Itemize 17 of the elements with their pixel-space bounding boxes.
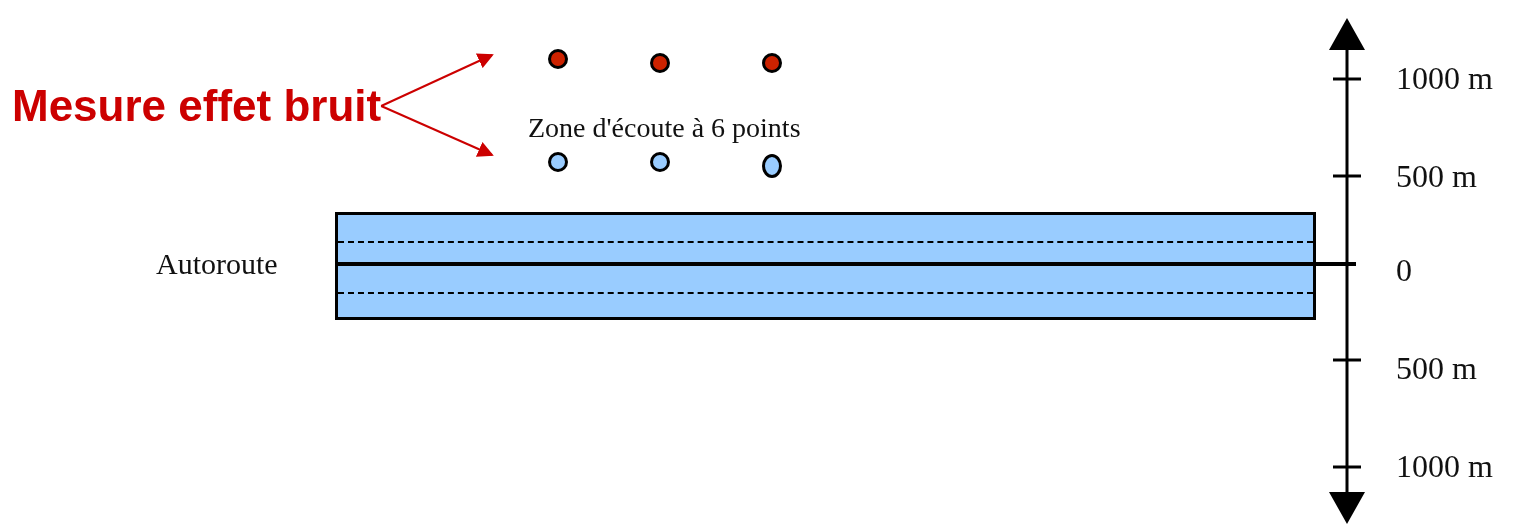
road-label: Autoroute	[156, 249, 278, 279]
scale-label: 0	[1396, 254, 1412, 286]
highway-band	[335, 212, 1316, 320]
measurement-point	[762, 53, 782, 73]
arrow	[380, 53, 494, 107]
scale-label: 500 m	[1396, 160, 1477, 192]
callout-text: Mesure effet bruit	[12, 82, 382, 130]
measurement-point	[762, 154, 782, 178]
measurement-point	[548, 49, 568, 69]
measurement-point	[650, 152, 670, 172]
measurement-point	[548, 152, 568, 172]
zone-label: Zone d'écoute à 6 points	[528, 114, 801, 142]
scale-label: 1000 m	[1396, 62, 1493, 94]
scale-label: 1000 m	[1396, 450, 1493, 482]
measurement-point	[650, 53, 670, 73]
scale-label: 500 m	[1396, 352, 1477, 384]
arrow	[380, 105, 494, 157]
